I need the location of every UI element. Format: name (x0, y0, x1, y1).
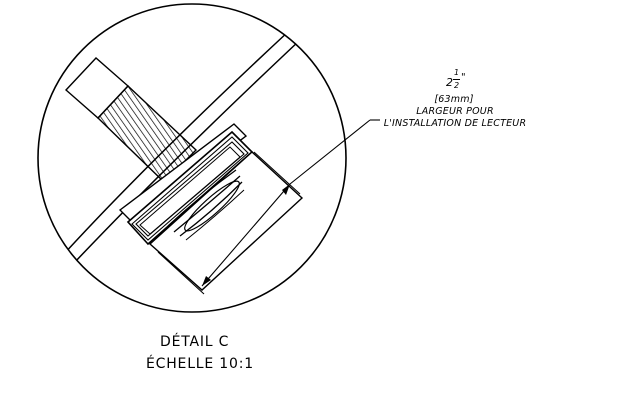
hatched-strut (97, 85, 198, 183)
fraction-numerator: 1 (454, 68, 460, 77)
reader-internals (167, 169, 245, 241)
note-line-1: LARGEUR POUR (416, 106, 494, 117)
dimension-lines (157, 119, 380, 295)
dimension-metric: [63mm] (434, 94, 474, 105)
detail-circle (37, 3, 347, 313)
detail-scale: ÉCHELLE 10:1 (146, 356, 254, 372)
detail-title: DÉTAIL C (160, 334, 230, 350)
fraction-denominator: 2 (454, 81, 460, 90)
arrow-head-top (282, 184, 290, 195)
fraction-bar (453, 79, 460, 80)
note-line-2: L'INSTALLATION DE LECTEUR (383, 118, 527, 129)
arrow-head-bottom (202, 276, 211, 286)
reader-housing (126, 130, 254, 246)
inch-mark: " (461, 72, 466, 83)
fraction-whole: 2 (446, 76, 453, 89)
